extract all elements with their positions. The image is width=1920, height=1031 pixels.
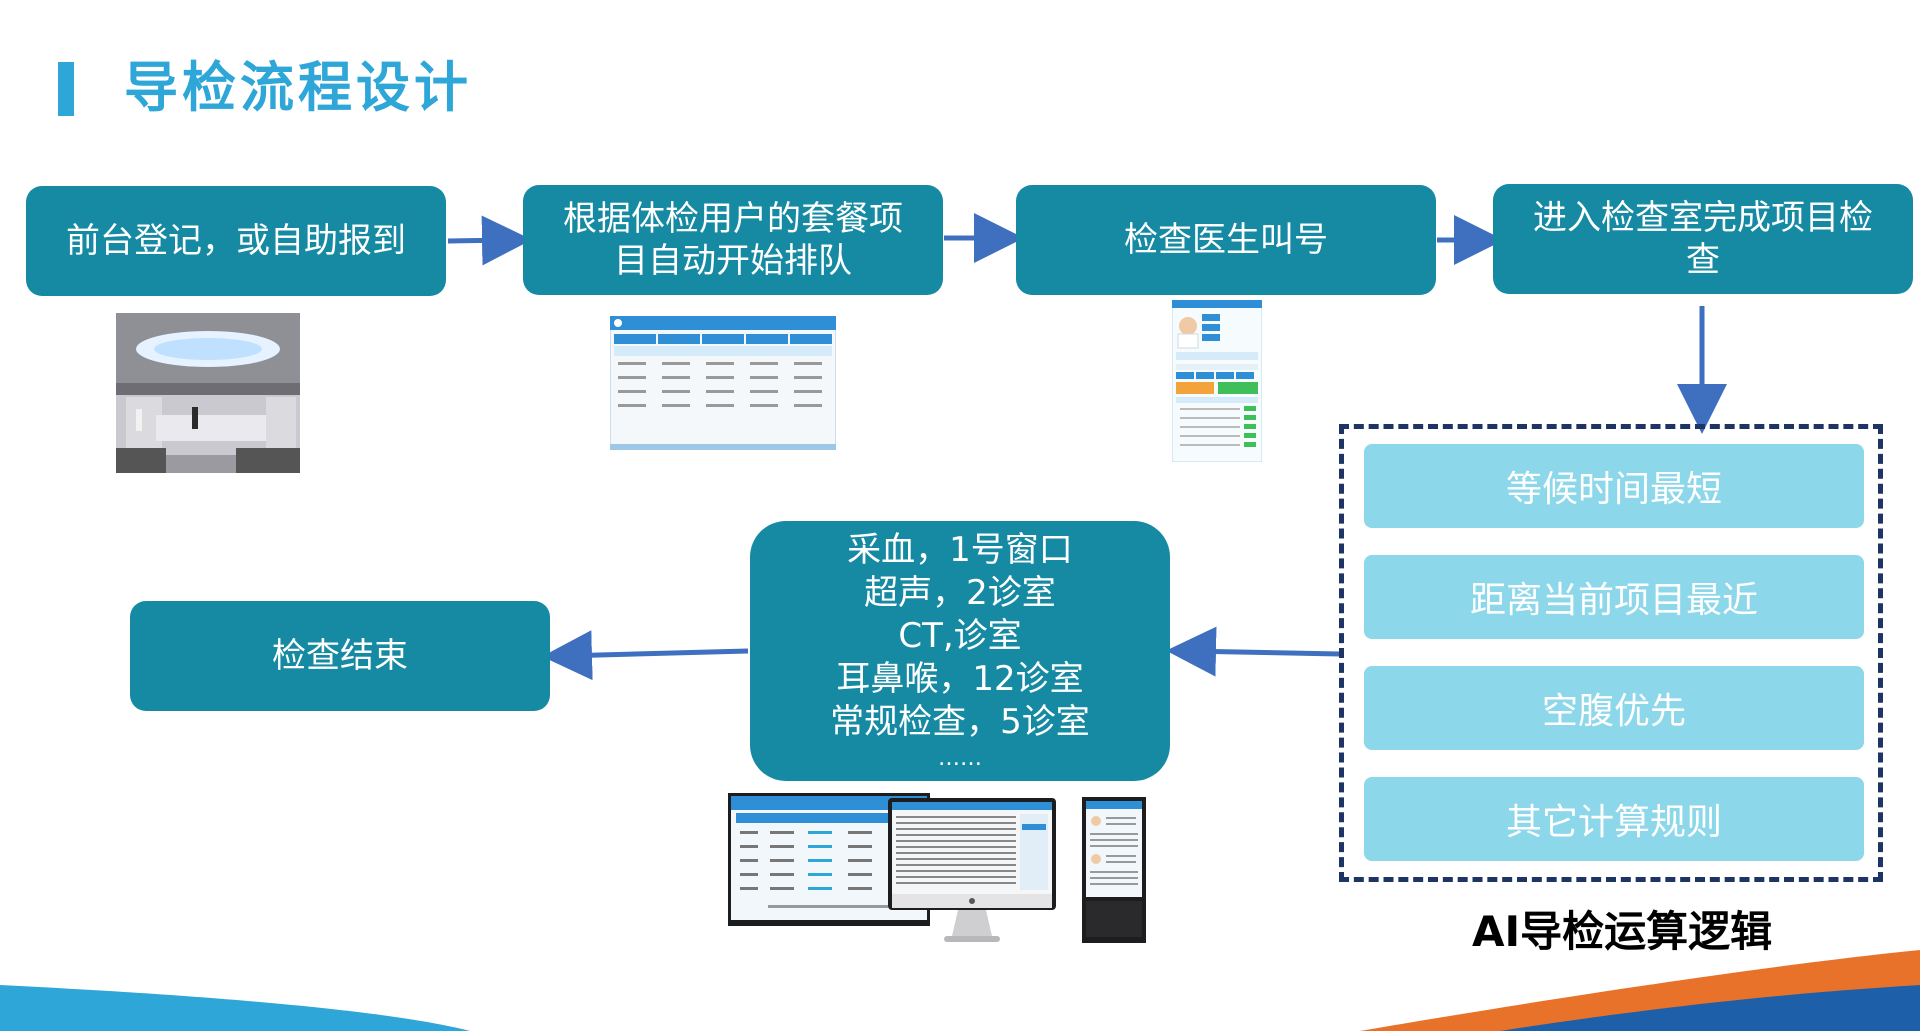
step-call-label: 检查医生叫号 bbox=[1124, 220, 1328, 260]
ai-rules-frame bbox=[1339, 424, 1883, 882]
assignment-ellipsis: …… bbox=[937, 745, 982, 771]
assignment-line: 耳鼻喉，12诊室 bbox=[836, 658, 1084, 699]
kiosk-image bbox=[1082, 797, 1146, 943]
assignment-line: CT,诊室 bbox=[898, 615, 1022, 656]
rule-label: 空腹优先 bbox=[1541, 691, 1686, 732]
assignment-line: 常规检查，5诊室 bbox=[830, 701, 1090, 742]
rule-nearest: 距离当前项目最近 bbox=[1364, 555, 1864, 639]
arrow-assignments-to-end bbox=[542, 630, 749, 681]
rule-other: 其它计算规则 bbox=[1364, 777, 1864, 861]
assignment-line: 超声，2诊室 bbox=[864, 572, 1056, 613]
desktop-monitor-image bbox=[888, 798, 1056, 942]
reception-photo-image bbox=[116, 313, 300, 473]
queue-display-image bbox=[610, 316, 836, 450]
rule-fasting-first: 空腹优先 bbox=[1364, 666, 1864, 750]
page-title: 导检流程设计 bbox=[124, 56, 472, 119]
step-end-label: 检查结束 bbox=[272, 636, 408, 676]
step-register-box: 前台登记，或自助报到 bbox=[26, 186, 446, 296]
step-queue-label-line2: 目自动开始排队 bbox=[614, 241, 852, 281]
arrow-step1-to-step2 bbox=[447, 215, 532, 266]
step-end-box: 检查结束 bbox=[130, 601, 550, 711]
step-exam-box: 进入检查室完成项目检 查 bbox=[1493, 184, 1913, 294]
step-call-box: 检查医生叫号 bbox=[1016, 185, 1436, 295]
step-register-label: 前台登记，或自助报到 bbox=[66, 221, 406, 261]
rule-label: 等候时间最短 bbox=[1505, 469, 1722, 510]
rule-label: 距离当前项目最近 bbox=[1469, 580, 1758, 621]
step-exam-label-line2: 查 bbox=[1686, 240, 1720, 280]
rule-label: 其它计算规则 bbox=[1505, 802, 1722, 843]
arrow-rules-to-assignments bbox=[1166, 626, 1341, 677]
footer-blue-swoosh-right bbox=[1500, 985, 1920, 1031]
step-exam-label-line1: 进入检查室完成项目检 bbox=[1533, 198, 1873, 238]
doctor-terminal-image bbox=[1172, 300, 1262, 462]
assignments-box: 采血，1号窗口 超声，2诊室 CT,诊室 耳鼻喉，12诊室 常规检查，5诊室 …… bbox=[750, 521, 1170, 781]
step-queue-label-line1: 根据体检用户的套餐项 bbox=[563, 199, 903, 239]
title-accent-bar bbox=[58, 62, 74, 116]
footer-blue-swoosh bbox=[0, 985, 470, 1031]
rule-shortest-wait: 等候时间最短 bbox=[1364, 444, 1864, 528]
assignment-line: 采血，1号窗口 bbox=[847, 529, 1073, 570]
step-queue-box: 根据体检用户的套餐项 目自动开始排队 bbox=[523, 185, 943, 295]
ai-logic-label: AI导检运算逻辑 bbox=[1472, 907, 1773, 956]
